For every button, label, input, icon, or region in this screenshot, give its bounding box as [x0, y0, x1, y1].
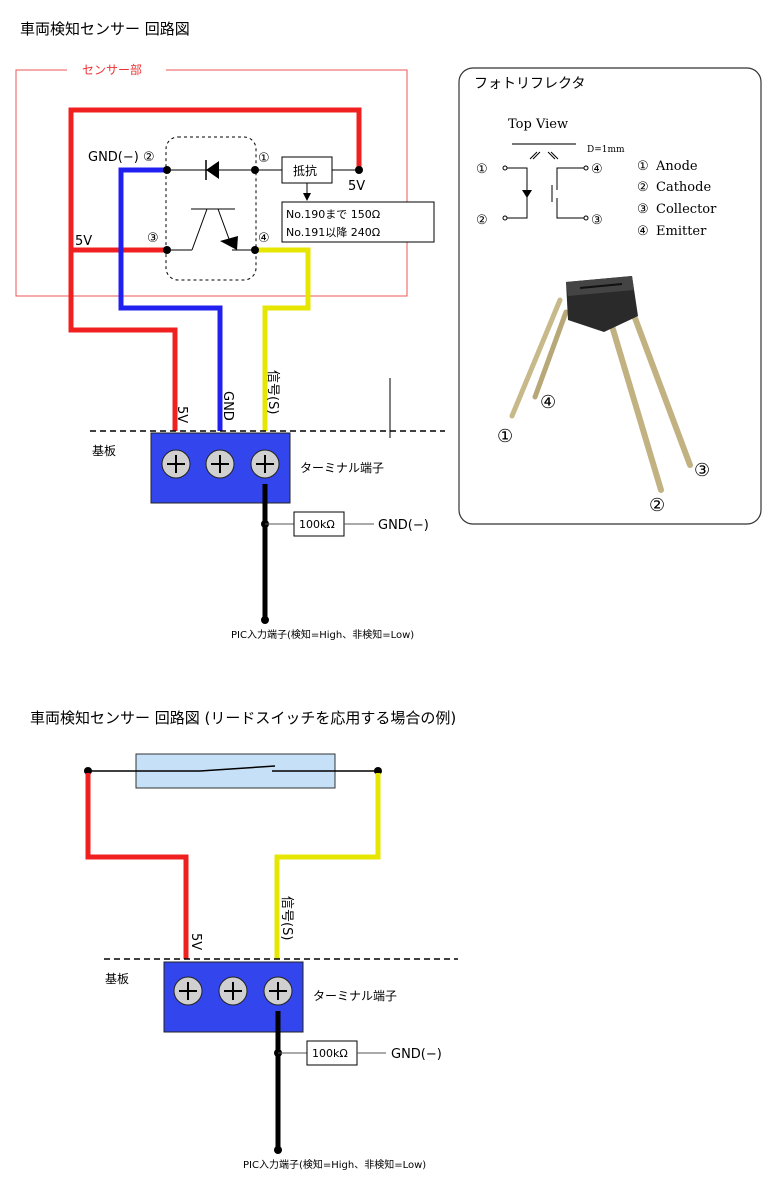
pic-input-label: PIC入力端子(検知=High、非検知=Low) [231, 628, 414, 641]
svg-text:④: ④ [637, 224, 649, 239]
schematic-pin-4: ④ [591, 162, 603, 177]
photo-pin-4: ④ [540, 392, 556, 413]
pulldown-resistor [293, 511, 345, 537]
v5-top-label: 5V [348, 179, 365, 194]
screw-icon [250, 449, 280, 479]
screw-icon [173, 976, 203, 1006]
wire-label-gnd: GND [220, 391, 235, 421]
arrow-down-icon [303, 193, 311, 201]
pin3-label: ③ [147, 231, 159, 246]
pin4-label: ④ [258, 231, 270, 246]
pulldown2-resistor [306, 1040, 358, 1066]
sensor-group-label: センサー部 [82, 62, 142, 77]
pulldown-gnd-label: GND(−) [378, 518, 429, 533]
sensor-frame [15, 69, 408, 297]
photo-pin-1: ① [497, 426, 513, 447]
resistor-label: 抵抗 [293, 163, 317, 178]
svg-text:Anode: Anode [655, 159, 698, 174]
emitter-arrow-icon [220, 236, 238, 250]
board-label: 基板 [92, 444, 116, 458]
wire-label-signal: 信号(S) [265, 370, 280, 414]
wire2-5v [85, 773, 189, 959]
screw-icon [205, 449, 235, 479]
terminal-label: ターミナル端子 [300, 461, 384, 475]
phototransistor-symbol [167, 208, 256, 251]
screw-icon [218, 976, 248, 1006]
schematic-pin-1: ① [476, 162, 488, 177]
svg-text:③: ③ [637, 202, 649, 217]
diagram1-title: 車両検知センサー 回路図 [20, 20, 190, 38]
pin1-label: ① [258, 151, 270, 166]
photoreflector-outline [165, 136, 257, 281]
terminal-block-2 [163, 961, 304, 1033]
pin-legend: ① Anode ② Cathode ③ Collector ④ Emitter [637, 159, 717, 239]
photo-pin-3: ③ [694, 460, 710, 481]
terminal-block [150, 432, 291, 504]
wire2-label-signal: 信号(S) [279, 896, 294, 940]
photo-pin-2: ② [649, 495, 665, 516]
svg-text:①: ① [637, 159, 649, 174]
wire-signal [255, 247, 311, 431]
wire-gnd [118, 167, 223, 431]
pulldown-label: 100kΩ [299, 518, 335, 531]
reed-switch-contacts [88, 765, 378, 772]
schematic-pin-3: ③ [591, 213, 603, 228]
pulldown2-label: 100kΩ [312, 1047, 348, 1060]
resistor-box [281, 156, 333, 184]
resistor-note-line1: No.190まで 150Ω [286, 208, 380, 221]
wire-label-5v: 5V [174, 406, 189, 423]
photoreflector-title: フォトリフレクタ [474, 76, 585, 92]
resistor-note-line2: No.191以降 240Ω [286, 225, 380, 239]
svg-text:Cathode: Cathode [656, 180, 711, 195]
v5-left-label: 5V [75, 234, 92, 249]
svg-text:Collector: Collector [656, 202, 717, 217]
junction-dots [163, 166, 363, 254]
screw-icon [263, 976, 293, 1006]
wire2-label-5v: 5V [188, 933, 203, 950]
svg-text:②: ② [637, 180, 649, 195]
wire2-signal [274, 773, 381, 959]
terminal2-label: ターミナル端子 [313, 989, 397, 1003]
gnd-pin2-label: GND(−) ② [88, 150, 155, 165]
top-view-label: Top View [508, 117, 568, 132]
resistor-note [281, 201, 435, 243]
led-diode-symbol [167, 160, 282, 180]
photoreflector-photo [509, 276, 693, 493]
distance-label: D=1mm [587, 145, 625, 155]
board2-label: 基板 [105, 972, 129, 986]
svg-text:Emitter: Emitter [656, 224, 707, 239]
pic2-input-label: PIC入力端子(検知=High、非検知=Low) [243, 1158, 426, 1171]
schematic-pin-2: ② [476, 213, 488, 228]
light-arrows-icon [529, 151, 559, 160]
screw-icon [161, 449, 191, 479]
diagram2-title: 車両検知センサー 回路図 (リードスイッチを応用する場合の例) [30, 709, 456, 727]
pulldown2-gnd-label: GND(−) [391, 1047, 442, 1062]
